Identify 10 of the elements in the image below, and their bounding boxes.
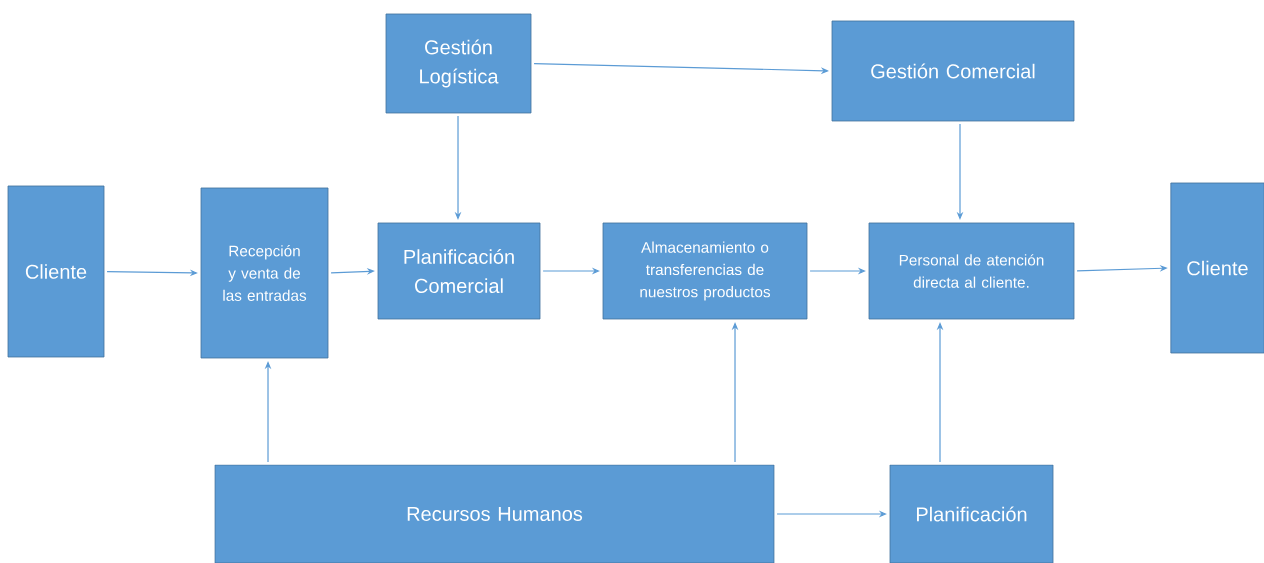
process-box: Almacenamiento o transferencias de nuestros productos	[602, 222, 808, 320]
process-box: Recepción y venta de las entradas	[200, 187, 329, 359]
process-box: Recursos Humanos	[214, 464, 775, 563]
process-box: Planificación	[889, 464, 1054, 563]
process-box: Cliente	[7, 185, 105, 358]
process-box: Planificación Comercial	[377, 222, 541, 320]
process-box: Gestión Logística	[385, 13, 532, 114]
process-box: Gestión Comercial	[831, 20, 1075, 122]
process-box: Personal de atención directa al cliente.	[868, 222, 1075, 320]
process-box: Cliente	[1170, 182, 1264, 354]
